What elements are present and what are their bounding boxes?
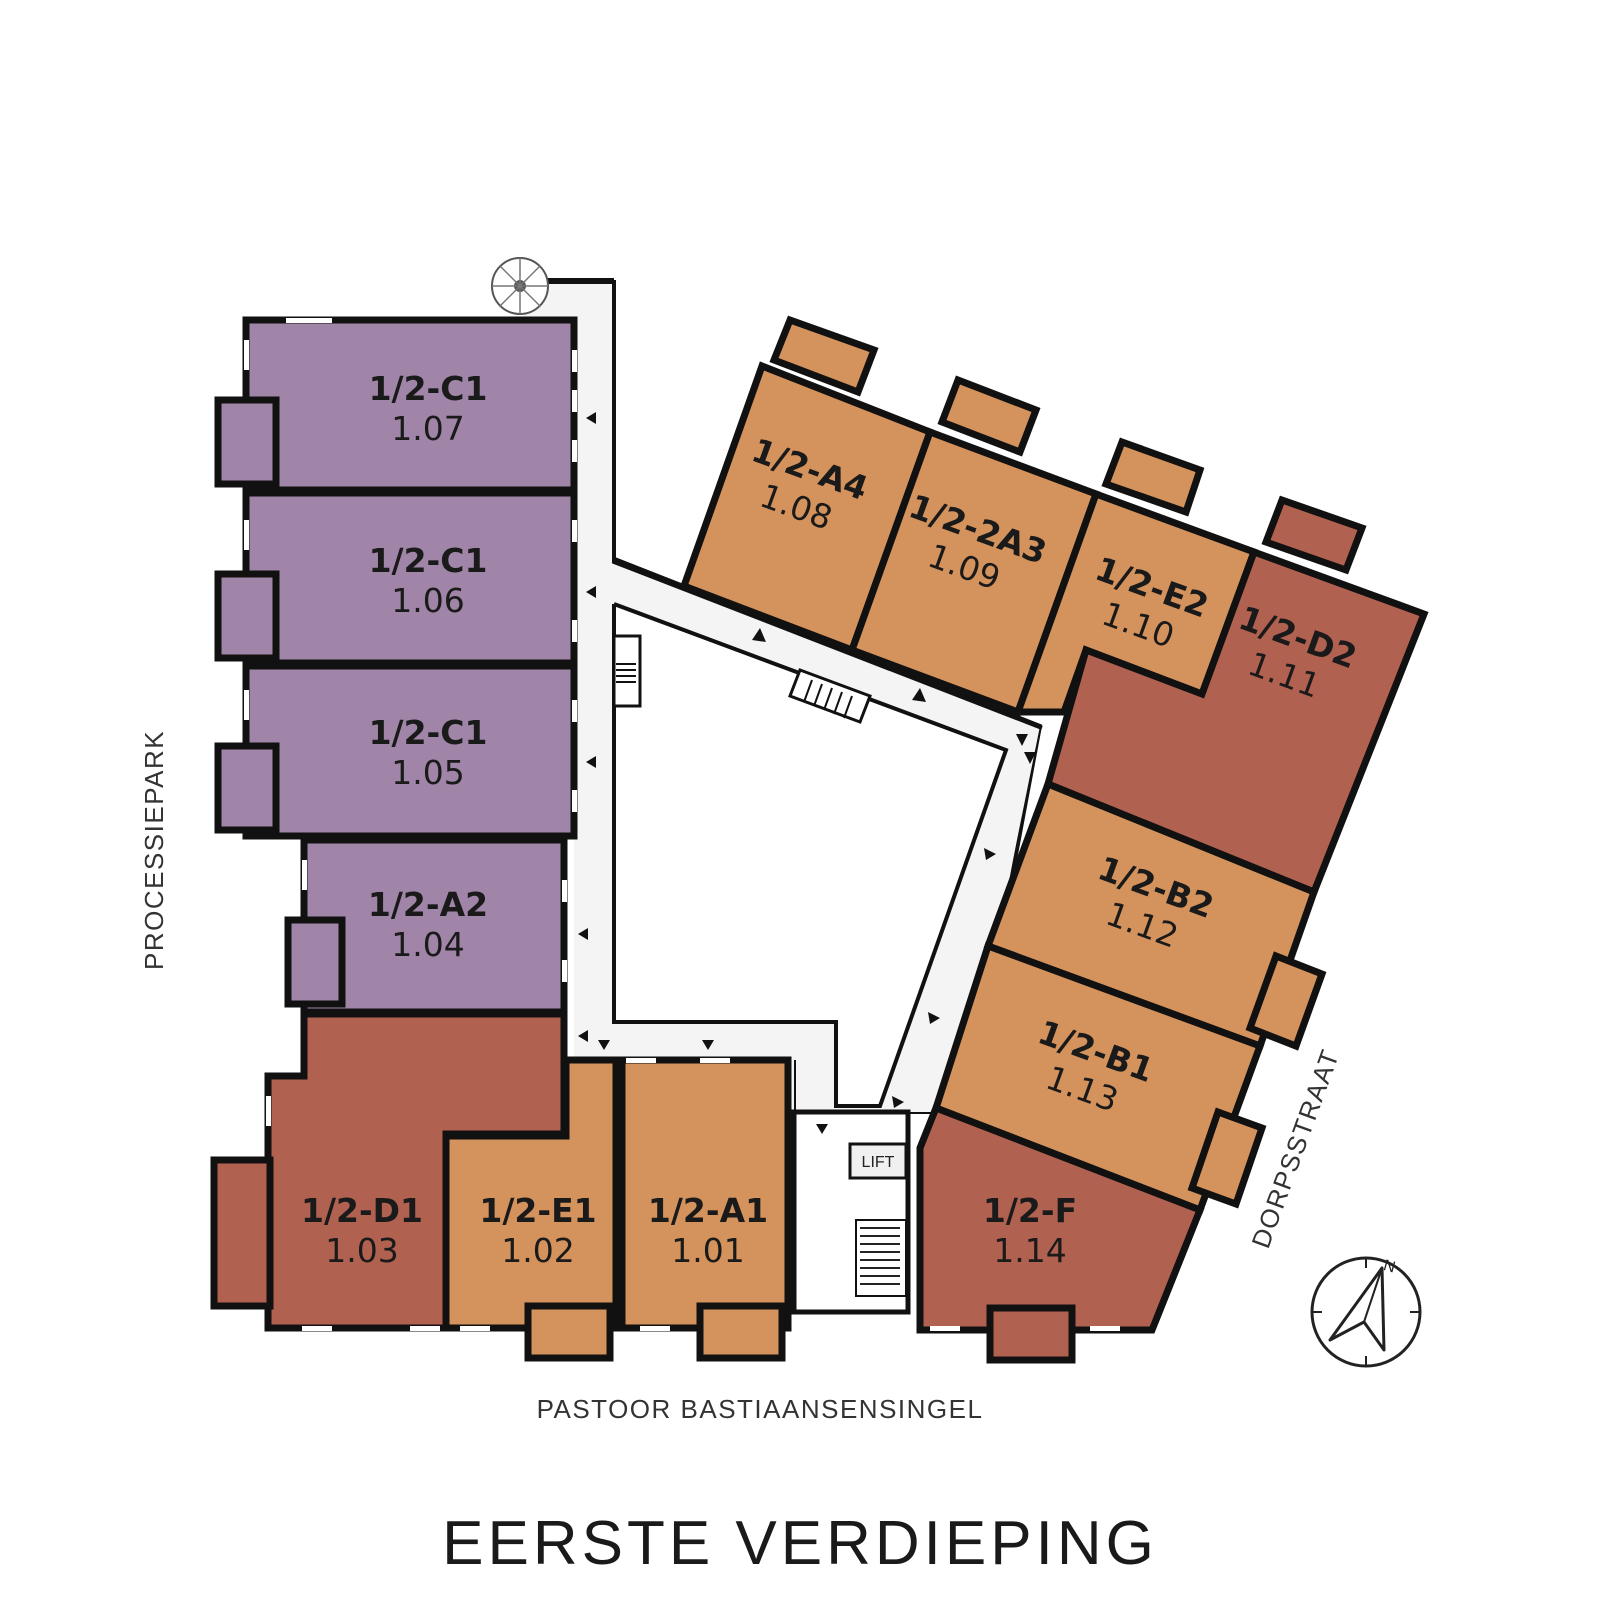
unit-1-07-shape[interactable] [242, 316, 578, 494]
spiral-stair [491, 257, 549, 315]
balcony-1-10 [1101, 437, 1205, 517]
balcony-1-12 [1245, 951, 1327, 1051]
balcony-1-08 [769, 315, 879, 397]
unit-1-04-shape[interactable] [300, 836, 568, 1016]
lift [848, 1142, 908, 1180]
balcony-1-13 [1187, 1107, 1267, 1209]
balcony-1-14 [986, 1304, 1076, 1364]
south-wing [210, 1010, 792, 1362]
unit-1-05-type: 1/2-C1 [369, 713, 488, 752]
compass: N [1310, 1256, 1422, 1368]
street-label-west: PROCESSIEPARK [139, 730, 169, 970]
unit-1-03-number: 1.03 [325, 1231, 398, 1270]
stair-steps [855, 1219, 907, 1297]
unit-1-01-type: 1/2-A1 [648, 1191, 768, 1230]
window-marks [244, 318, 1120, 1331]
street-label-east: DORPSSTRAAT [1245, 1045, 1345, 1252]
balcony-1-03 [210, 1156, 274, 1310]
lift-label: LIFT [862, 1154, 895, 1171]
unit-1-03-type: 1/2-D1 [301, 1191, 423, 1230]
corridor-wall-outer [524, 280, 1043, 730]
balcony-1-04 [284, 916, 346, 1008]
entrance-arrows [578, 412, 1036, 1134]
floor-title: EERSTE VERDIEPING [442, 1509, 1158, 1578]
unit-1-02-number: 1.02 [501, 1231, 574, 1270]
balcony-1-07 [214, 396, 280, 488]
unit-1-04-number: 1.04 [391, 925, 464, 964]
stair-lift-block: LIFT [791, 1109, 911, 1315]
unit-1-05-shape[interactable] [242, 662, 578, 840]
unit-1-14-type: 1/2-F [983, 1191, 1077, 1230]
unit-1-06-number: 1.06 [391, 581, 464, 620]
unit-1-07-number: 1.07 [391, 409, 464, 448]
balcony-1-05 [214, 742, 280, 834]
unit-1-06-type: 1/2-C1 [369, 541, 488, 580]
unit-1-02-type: 1/2-E1 [479, 1191, 596, 1230]
unit-1-01-number: 1.01 [671, 1231, 744, 1270]
corridor-wall-inner [612, 602, 1009, 1108]
balcony-1-06 [214, 570, 280, 662]
unit-1-07-type: 1/2-C1 [369, 369, 488, 408]
street-label-south: PASTOOR BASTIAANSENSINGEL [537, 1394, 984, 1424]
balcony-1-01 [696, 1302, 786, 1362]
unit-1-01-shape[interactable] [618, 1056, 792, 1332]
balcony-1-09 [937, 375, 1041, 457]
east-wing [679, 315, 1429, 1364]
balcony-1-02 [524, 1302, 614, 1362]
corridor-stair [612, 634, 872, 724]
balcony-1-11 [1261, 495, 1367, 575]
unit-1-04-type: 1/2-A2 [368, 885, 488, 924]
unit-1-02-shape[interactable] [442, 1056, 620, 1332]
unit-1-14-number: 1.14 [993, 1231, 1066, 1270]
compass-north-label: N [1381, 1257, 1397, 1276]
unit-1-05-number: 1.05 [391, 753, 464, 792]
west-wing [214, 316, 578, 1016]
